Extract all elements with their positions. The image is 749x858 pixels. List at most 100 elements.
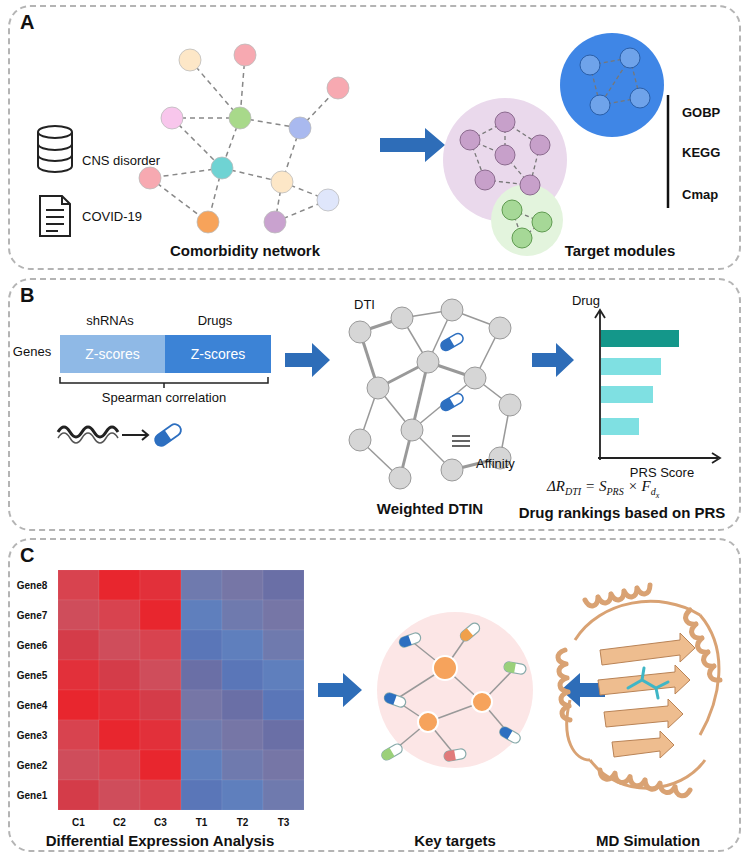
arrow <box>122 430 148 440</box>
module-node <box>512 228 532 248</box>
formula: PRS <box>606 486 623 497</box>
panel-frame: A <box>8 5 741 270</box>
heatmap-cell <box>140 660 181 690</box>
drug-pill <box>439 332 465 353</box>
gene-label: Gene5 <box>17 670 48 681</box>
heatmap-cell <box>263 750 304 780</box>
formula: DTI <box>565 486 581 497</box>
annotation-label: GOBP <box>682 105 720 120</box>
network-node <box>327 77 349 99</box>
caption-label: Target modules <box>565 242 676 259</box>
database-icon <box>38 126 72 172</box>
network-label: Affinity <box>476 456 515 471</box>
target-node <box>433 656 457 680</box>
sample-label: T3 <box>278 817 290 828</box>
gene-label: Gene2 <box>17 760 48 771</box>
caption-label: Weighted DTIN <box>377 500 483 517</box>
module-node <box>590 95 610 115</box>
heatmap-cell <box>58 690 99 720</box>
dti-node <box>349 429 371 451</box>
network-node <box>271 171 293 193</box>
module-node <box>530 135 550 155</box>
dti-node <box>499 394 521 416</box>
gene-label: Gene8 <box>17 580 48 591</box>
drug-pill <box>380 742 404 762</box>
heatmap-cell <box>222 570 263 600</box>
heatmap-cell <box>140 720 181 750</box>
module-node <box>532 212 552 232</box>
heatmap-cell <box>58 720 99 750</box>
dti-node <box>489 317 511 339</box>
heatmap-cell <box>140 750 181 780</box>
formula: ΔRDTI <box>547 478 581 494</box>
gene-label: Gene7 <box>17 610 48 621</box>
dti-node <box>349 321 371 343</box>
heatmap-cell <box>222 750 263 780</box>
heatmap-cell <box>181 690 222 720</box>
drug-pill <box>439 392 465 413</box>
protein-structure <box>558 585 720 796</box>
zscore-box: Z-scores <box>165 335 271 373</box>
network-node <box>289 117 311 139</box>
heatmap-cell <box>99 600 140 630</box>
pill-half <box>458 628 473 643</box>
flow-arrow <box>380 128 445 162</box>
column-label: Drugs <box>198 313 233 328</box>
heatmap-cell <box>99 720 140 750</box>
panel-frame: C <box>8 538 741 852</box>
coil <box>567 601 719 788</box>
pill-half <box>380 748 395 762</box>
zscore-box: Z-scores <box>60 335 165 373</box>
heatmap-cell <box>99 780 140 810</box>
network-node <box>161 107 183 129</box>
flow-arrow <box>318 673 362 707</box>
heatmap-cell <box>140 690 181 720</box>
gene-label: Gene1 <box>17 790 48 801</box>
caption-label: MD Simulation <box>596 832 700 849</box>
formula: × Fdx <box>628 478 660 494</box>
drug-pill <box>503 661 526 675</box>
network-node <box>234 44 256 66</box>
dti-node <box>417 351 439 373</box>
pill-body <box>398 632 422 649</box>
module-node <box>460 130 480 150</box>
caption-label: Differential Expression Analysis <box>46 832 275 849</box>
network-node <box>264 211 286 233</box>
heatmap-cell <box>263 720 304 750</box>
helix <box>558 650 570 720</box>
module-node <box>630 88 650 108</box>
heatmap-cell <box>181 600 222 630</box>
beta-sheet <box>604 699 683 728</box>
heatmap-cell <box>181 660 222 690</box>
network-node <box>197 211 219 233</box>
heatmap-cell <box>222 690 263 720</box>
panel-letter: B <box>20 284 34 307</box>
sample-label: C1 <box>72 817 85 828</box>
pill-body <box>458 621 481 643</box>
caption-label: Comorbidity network <box>170 242 320 259</box>
heatmap-cell <box>222 660 263 690</box>
heatmap-cell <box>58 570 99 600</box>
formula: = SPRS <box>585 478 624 494</box>
key-target-network <box>380 621 527 762</box>
target-node <box>418 712 438 732</box>
shrna-icon <box>58 433 118 443</box>
formula: dx <box>651 486 660 497</box>
formula: ΔRDTI= SPRS× Fdx <box>545 478 661 500</box>
formula: x <box>656 491 660 500</box>
network-node <box>179 49 201 71</box>
dti-node <box>391 307 413 329</box>
heatmap-cell <box>181 750 222 780</box>
drug-pill <box>383 692 407 709</box>
pill-half <box>383 692 397 705</box>
heatmap-cell <box>140 630 181 660</box>
network-label: DTI <box>354 297 375 312</box>
heatmap-cell <box>140 570 181 600</box>
pill-half <box>398 635 412 648</box>
gene-label: Gene6 <box>17 640 48 651</box>
dti-node <box>441 299 463 321</box>
dti-network <box>349 299 521 489</box>
panel-letter: A <box>20 11 34 34</box>
target-circle <box>377 612 533 768</box>
